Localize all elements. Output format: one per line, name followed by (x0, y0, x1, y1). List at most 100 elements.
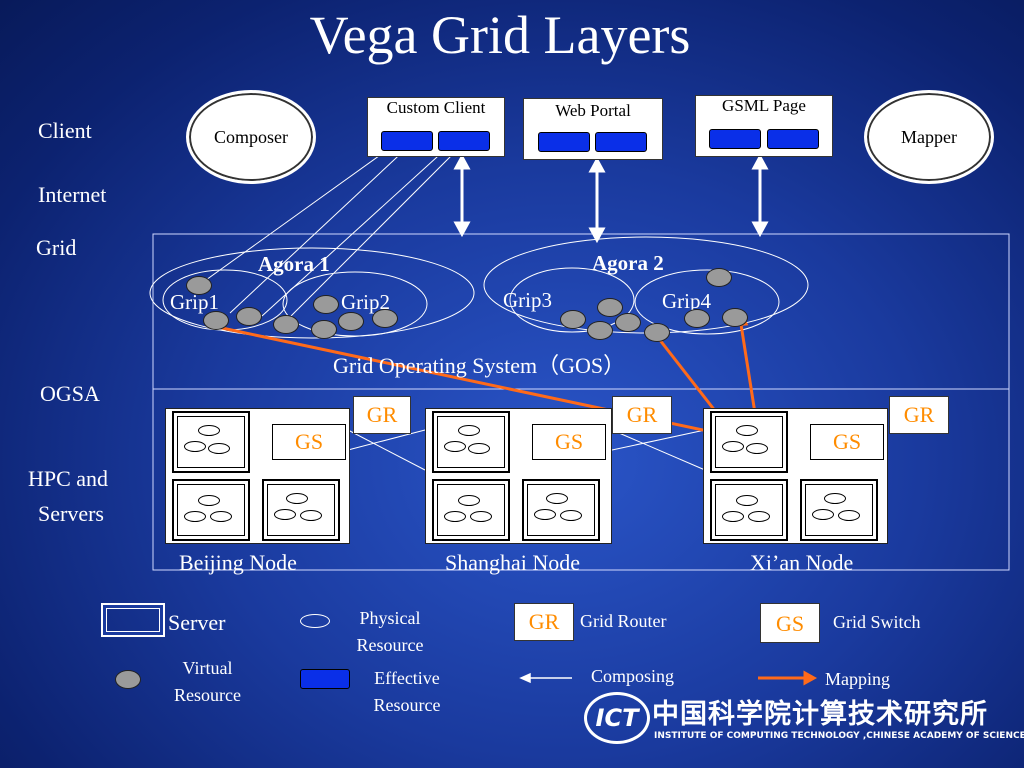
layer-hpc-label: HPC and (28, 466, 109, 491)
legend-effective-resource-icon (300, 669, 350, 689)
physical-resource (444, 511, 466, 522)
virtual-resource (273, 315, 299, 334)
effective-resource (767, 129, 819, 149)
virtual-resource (597, 298, 623, 317)
physical-resource (208, 443, 230, 454)
effective-resource (538, 132, 590, 152)
physical-resource (546, 493, 568, 504)
agora-1-label: Agora 1 (258, 252, 330, 276)
custom-client-box: Custom Client (367, 97, 505, 157)
ict-logo-mark: ICT (595, 704, 639, 732)
effective-resource (595, 132, 647, 152)
server-icon (432, 411, 510, 473)
physical-resource (746, 443, 768, 454)
gsml-page-label: GSML Page (722, 96, 806, 115)
legend-effective-resource-line1: Effective (374, 668, 440, 688)
logo-chinese-name: 中国科学院计算技术研究所 (652, 699, 988, 730)
virtual-resource (236, 307, 262, 326)
grip-3-label: Grip3 (503, 288, 552, 312)
web-portal-label: Web Portal (555, 101, 631, 120)
physical-resource (470, 511, 492, 522)
agora-2-label: Agora 2 (592, 251, 664, 275)
legend-composing-label: Composing (591, 666, 675, 686)
server-icon (522, 479, 600, 541)
server-icon (172, 411, 250, 473)
shanghai-node-label: Shanghai Node (445, 550, 581, 575)
logo-english-name: INSTITUTE OF COMPUTING TECHNOLOGY ,CHINE… (654, 731, 1024, 741)
physical-resource (812, 509, 834, 520)
physical-resource (560, 510, 582, 521)
physical-resource (838, 510, 860, 521)
physical-resource (198, 425, 220, 436)
legend-mapping-label: Mapping (825, 669, 890, 689)
virtual-resource (338, 312, 364, 331)
virtual-resource (644, 323, 670, 342)
physical-resource (736, 495, 758, 506)
virtual-resource (706, 268, 732, 287)
server-icon (172, 479, 250, 541)
physical-resource (458, 495, 480, 506)
legend-grid-router-label: Grid Router (580, 611, 667, 631)
virtual-resource (587, 321, 613, 340)
beijing-node-label: Beijing Node (179, 550, 297, 575)
physical-resource (210, 511, 232, 522)
virtual-resource (313, 295, 339, 314)
server-icon (262, 479, 340, 541)
layer-servers-label: Servers (38, 501, 104, 526)
physical-resource (198, 495, 220, 506)
beijing-node: GS (165, 408, 350, 544)
legend-physical-resource-icon (300, 614, 330, 628)
physical-resource (824, 493, 846, 504)
xian-node-label: Xi’an Node (750, 550, 854, 575)
effective-resource (438, 131, 490, 151)
legend-grid-switch-label: Grid Switch (833, 612, 921, 632)
composer-label: Composer (214, 126, 288, 147)
layer-internet-label: Internet (38, 182, 107, 207)
physical-resource (300, 510, 322, 521)
server-icon (710, 479, 788, 541)
ict-logo-icon: ICT (584, 692, 650, 744)
virtual-resource (203, 311, 229, 330)
physical-resource (458, 425, 480, 436)
grid-router-xian: GR (889, 396, 949, 434)
mapper-circle: Mapper (864, 90, 994, 184)
gos-label: Grid Operating System（GOS） (333, 353, 626, 378)
virtual-resource (186, 276, 212, 295)
mapper-label: Mapper (901, 126, 957, 147)
page-title: Vega Grid Layers (309, 5, 691, 65)
effective-resource (709, 129, 761, 149)
effective-resource (381, 131, 433, 151)
layer-ogsa-label: OGSA (40, 381, 100, 406)
physical-resource (534, 509, 556, 520)
shanghai-node: GS (425, 408, 612, 544)
xian-node: GS (703, 408, 888, 544)
server-icon (800, 479, 878, 541)
physical-resource (722, 511, 744, 522)
virtual-resource (311, 320, 337, 339)
physical-resource (444, 441, 466, 452)
physical-resource (468, 443, 490, 454)
physical-resource (184, 441, 206, 452)
virtual-resource (722, 308, 748, 327)
server-icon (710, 411, 788, 473)
physical-resource (286, 493, 308, 504)
physical-resource (722, 441, 744, 452)
layer-client-label: Client (38, 118, 92, 143)
grid-switch: GS (532, 424, 606, 460)
legend-server-icon (101, 603, 165, 637)
physical-resource (184, 511, 206, 522)
composer-circle: Composer (186, 90, 316, 184)
physical-resource (748, 511, 770, 522)
grid-switch: GS (810, 424, 884, 460)
virtual-resource (560, 310, 586, 329)
legend-gs-box: GS (760, 603, 820, 643)
grid-router-beijing: GR (353, 396, 411, 434)
legend-effective-resource-line2: Resource (373, 695, 441, 715)
server-icon (432, 479, 510, 541)
legend-virtual-resource-line2: Resource (174, 685, 241, 705)
legend-gr-box: GR (514, 603, 574, 641)
legend-server-label: Server (168, 610, 226, 635)
virtual-resource (372, 309, 398, 328)
physical-resource (736, 425, 758, 436)
grid-switch: GS (272, 424, 346, 460)
